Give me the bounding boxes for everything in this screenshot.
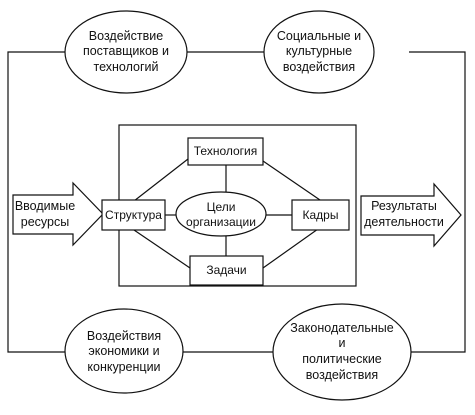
box-technology	[187, 137, 264, 166]
ellipse-suppliers	[64, 10, 188, 94]
label-structure: Структура	[105, 207, 162, 222]
ellipse-social	[263, 10, 375, 94]
label-output: Результаты деятельности	[364, 199, 444, 229]
outer-frame-left	[7, 51, 66, 353]
label-technology: Технология	[193, 144, 258, 158]
connector-tasks-structure	[133, 229, 191, 269]
label-staff: Кадры	[302, 207, 339, 222]
label-tasks: Задачи	[206, 263, 247, 277]
ellipse-economy	[64, 308, 184, 394]
box-tasks	[189, 255, 264, 286]
box-staff	[291, 199, 350, 231]
output-arrow	[360, 182, 462, 248]
connector-staff-tasks	[262, 228, 319, 269]
connector-technology-staff	[262, 160, 321, 201]
label-social: Социальные и культурные воздействия	[276, 28, 362, 74]
input-arrow	[12, 181, 104, 247]
label-input: Вводимые ресурсы	[14, 199, 76, 229]
box-structure	[101, 199, 166, 231]
outer-frame-right	[409, 51, 466, 353]
label-suppliers: Воздействие поставщиков и технологий	[82, 28, 170, 74]
ellipse-legal	[272, 303, 412, 401]
label-goals: Цели организации	[186, 200, 256, 229]
label-economy: Воздействия экономики и конкуренции	[86, 328, 162, 374]
ellipse-goals	[175, 191, 267, 237]
label-legal: Законодательные и политические воздейств…	[290, 320, 394, 382]
connector-structure-technology	[133, 158, 189, 202]
